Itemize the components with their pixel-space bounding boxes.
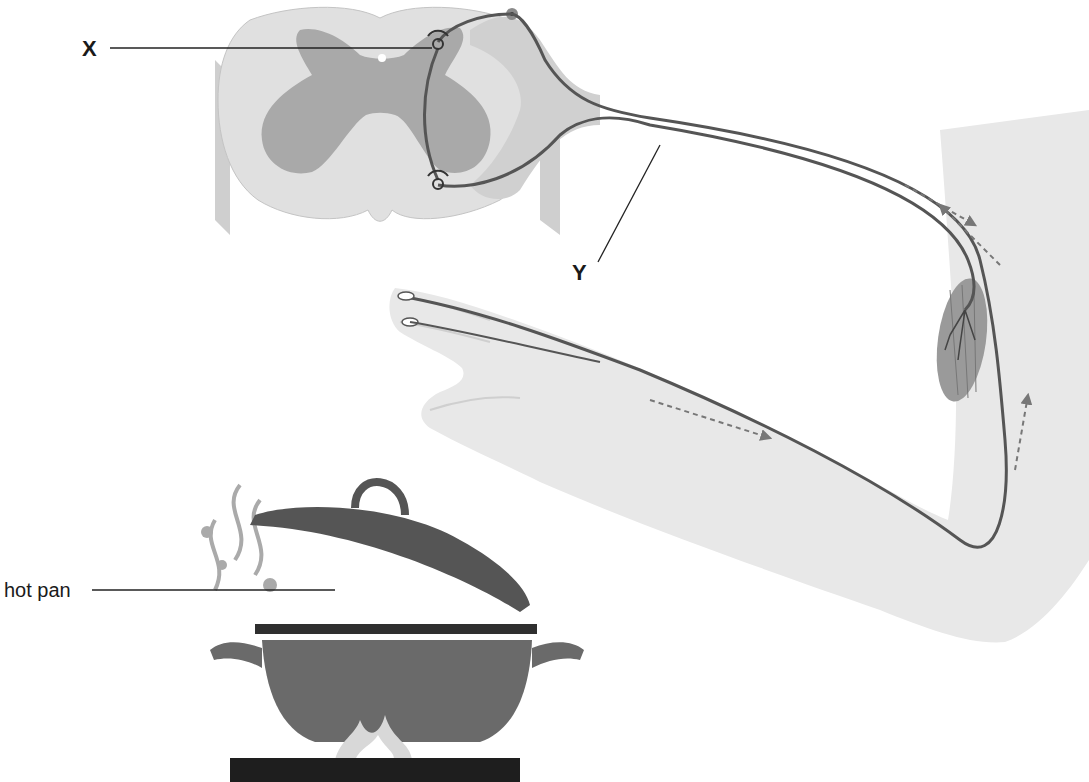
pan-lid-handle — [355, 482, 405, 515]
part-label: X — [82, 38, 97, 60]
sensory-neuron — [400, 14, 1006, 547]
receptor-nerve — [410, 322, 600, 362]
grey-matter — [262, 28, 491, 174]
central-canal — [378, 54, 386, 62]
stove — [230, 758, 520, 782]
pan-body — [262, 640, 532, 742]
nerve-root — [470, 17, 600, 199]
interneuron — [425, 48, 439, 180]
steam-drop — [201, 526, 213, 538]
pan-rim — [255, 624, 537, 634]
leader-lines — [92, 48, 660, 590]
synapses — [428, 31, 448, 189]
motor-end-plates — [945, 310, 975, 360]
part-label: hot pan — [4, 580, 71, 600]
impulse-arrows — [650, 185, 1028, 470]
steam — [211, 485, 262, 590]
muscle — [930, 275, 995, 404]
pan-handle — [210, 642, 584, 668]
fingers — [398, 296, 520, 410]
motor-neuron — [438, 118, 974, 310]
flame — [335, 715, 412, 760]
steam-drop — [217, 560, 227, 570]
flame-core — [355, 735, 394, 760]
part-label: Y — [572, 262, 587, 284]
pan-lid — [250, 507, 530, 612]
receptors — [398, 292, 418, 326]
